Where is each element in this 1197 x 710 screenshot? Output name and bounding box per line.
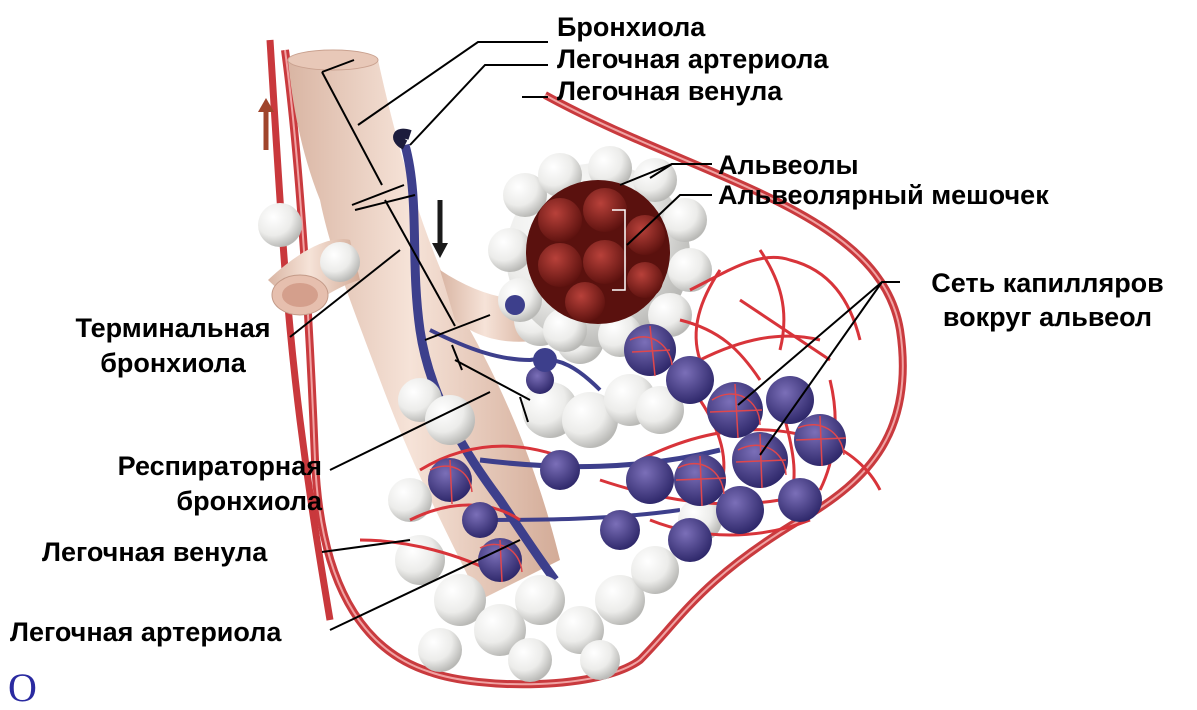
leader-capillary-net (738, 282, 900, 405)
label-respiratory-bronchiole-line1: Респираторная (40, 451, 322, 481)
label-alveoli: Альвеолы (718, 150, 859, 180)
partial-heading-char: О (8, 668, 37, 708)
label-terminal-bronchiole-line2: бронхиола (58, 348, 288, 378)
label-pulmonary-venule-top: Легочная венула (557, 76, 782, 106)
label-pulmonary-arteriole-top: Легочная артериола (557, 44, 828, 74)
flow-arrow-down-icon (432, 200, 448, 258)
label-respiratory-bronchiole-line2: бронхиола (40, 486, 322, 516)
leader-pulm-venule-bottom (322, 540, 410, 552)
label-capillary-net-line2: вокруг альвеол (905, 302, 1190, 332)
label-bronchiole: Бронхиола (557, 12, 705, 42)
label-pulmonary-venule-bottom: Легочная венула (42, 537, 267, 567)
leader-pulm-arteriole-top (410, 65, 548, 145)
label-alveolar-sac: Альвеолярный мешочек (718, 180, 1049, 210)
label-capillary-net-line1: Сеть капилляров (905, 268, 1190, 298)
label-terminal-bronchiole-line1: Терминальная (58, 313, 288, 343)
label-pulmonary-arteriole-bottom: Легочная артериола (10, 617, 281, 647)
